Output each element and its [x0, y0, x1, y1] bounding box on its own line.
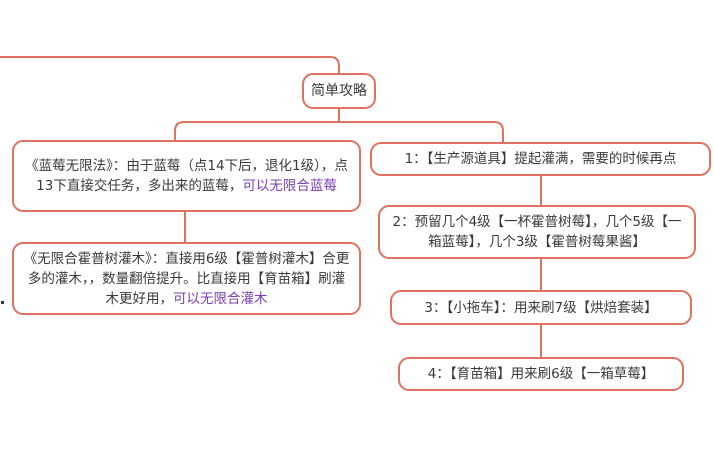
node-text: 3：【小拖车】：用来刷7级【烘焙套装】	[424, 299, 658, 316]
branch-connector	[174, 121, 504, 142]
right-node-3[interactable]: 3：【小拖车】：用来刷7级【烘焙套装】	[390, 290, 692, 325]
node-highlight: 可以无限合蓝莓	[242, 178, 337, 194]
right-node-1[interactable]: 1：【生产源道具】提起灌满，需要的时候再点	[370, 142, 711, 176]
root-label: 简单攻略	[311, 83, 367, 99]
node-text: 4：【育苗箱】用来刷6级【一箱草莓】	[427, 366, 655, 382]
parent-connector	[0, 56, 340, 74]
node-text: 1：【生产源道具】提起灌满，需要的时候再点	[404, 151, 677, 167]
node-text: 《无限合霍普树灌木》：直接用6级【霍普树灌木】合更多的灌木，，数量翻倍提升。比直…	[23, 250, 350, 307]
left-node-blueberry[interactable]: 《蓝莓无限法》：由于蓝莓（点14下后，退化1级），点13下直接交任务，多出来的蓝…	[12, 140, 361, 212]
node-highlight: 可以无限合灌木	[173, 290, 268, 307]
bullet-dot	[1, 301, 4, 304]
node-text: 2：预留几个4级【一杯霍普树莓】，几个5级【一箱蓝莓】，几个3级【霍普树莓果酱】	[392, 214, 682, 250]
left-node-shrub[interactable]: 《无限合霍普树灌木》：直接用6级【霍普树灌木】合更多的灌木，，数量翻倍提升。比直…	[12, 242, 361, 315]
node-text: 《蓝莓无限法》：由于蓝莓（点14下后，退化1级），点13下直接交任务，多出来的蓝…	[25, 158, 348, 194]
root-node[interactable]: 简单攻略	[302, 73, 376, 109]
right-node-2[interactable]: 2：预留几个4级【一杯霍普树莓】，几个5级【一箱蓝莓】，几个3级【霍普树莓果酱】	[378, 205, 696, 259]
right-node-4[interactable]: 4：【育苗箱】用来刷6级【一箱草莓】	[398, 357, 684, 391]
